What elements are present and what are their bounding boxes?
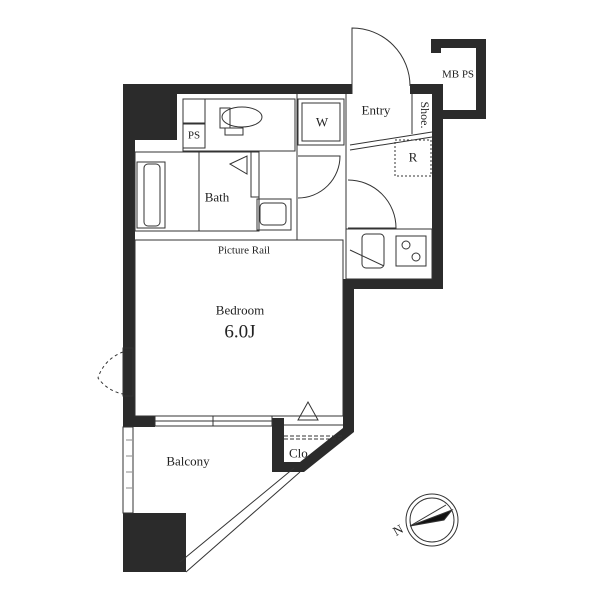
room-label-bedroom: Bedroom: [215, 302, 265, 318]
wall-mbps: [431, 39, 486, 119]
ps-label: PS: [187, 129, 201, 142]
entry-door: [351, 27, 411, 94]
room-label-mbps: MB PS: [441, 68, 475, 81]
wall-top-left: [123, 84, 352, 402]
balcony-pillar: [123, 513, 186, 572]
wall-kitchen-bottom: [343, 279, 443, 420]
picture-rail-label: Picture Rail: [217, 244, 271, 257]
compass-ring: [405, 493, 459, 547]
bedroom-size: 6.0J: [224, 321, 256, 343]
ps-box: [182, 123, 206, 149]
wall-closet: [272, 405, 354, 472]
kitchen-door: [347, 179, 397, 229]
room-label-closet: Clo.: [288, 445, 312, 461]
wall-right: [432, 84, 443, 289]
refrigerator-label: R: [408, 149, 418, 165]
room-label-balcony: Balcony: [166, 453, 210, 469]
washer-label: W: [315, 114, 329, 130]
room-label-bath: Bath: [204, 189, 230, 205]
room-label-entry: Entry: [361, 102, 391, 118]
toilet-door: [297, 155, 341, 199]
room-label-shoe: Shoe.: [418, 101, 432, 129]
wall-left-lower: [123, 396, 155, 427]
